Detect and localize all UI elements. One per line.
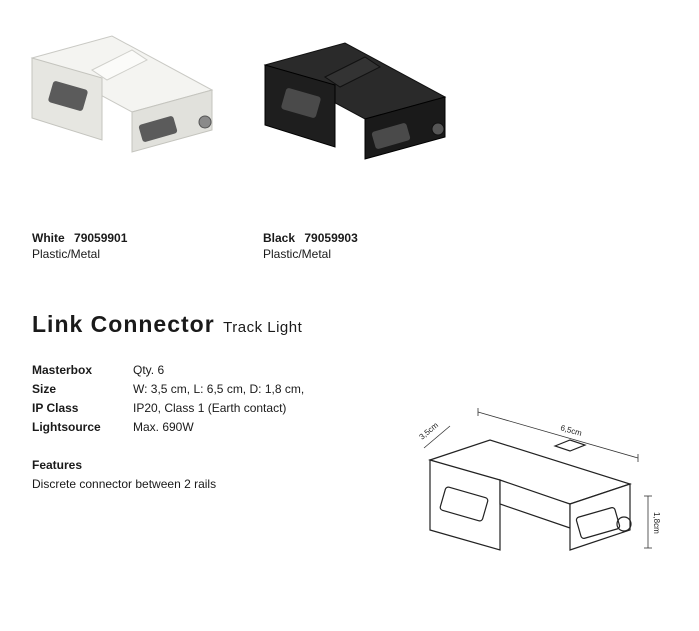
variant-code: 79059901 <box>74 231 128 245</box>
dimension-drawing: 6,5cm 3,5cm 1,8cm <box>418 408 661 551</box>
variant-black: Black 79059903 Plastic/Metal <box>263 231 364 261</box>
width-dimension-label: 3,5cm <box>418 420 441 441</box>
product-title: Link Connector <box>32 311 215 337</box>
spec-value: W: 3,5 cm, L: 6,5 cm, D: 1,8 cm, <box>133 382 305 396</box>
variant-code: 79059903 <box>304 231 358 245</box>
connector-black-icon <box>263 42 447 160</box>
connector-outline-icon <box>428 439 632 551</box>
spec-key: Masterbox <box>32 363 93 377</box>
length-dimension-label: 6,5cm <box>559 423 583 438</box>
connector-white-icon <box>30 35 214 153</box>
variant-color: Black <box>263 231 296 245</box>
product-title-block: Link Connector Track Light <box>32 311 302 338</box>
variant-white: White 79059901 Plastic/Metal <box>32 231 133 261</box>
variant-color: White <box>32 231 65 245</box>
black-connector-photo <box>263 42 447 160</box>
spec-key: IP Class <box>32 401 79 415</box>
dimension-lines <box>423 408 652 549</box>
spec-value: Qty. 6 <box>133 363 165 377</box>
features-text: Discrete connector between 2 rails <box>32 477 217 491</box>
features-heading: Features <box>32 458 83 472</box>
spec-value: IP20, Class 1 (Earth contact) <box>133 401 287 415</box>
white-connector-photo <box>30 35 214 153</box>
variant-material: Plastic/Metal <box>32 247 101 261</box>
spec-value: Max. 690W <box>133 420 194 434</box>
features-section: Features Discrete connector between 2 ra… <box>32 458 216 491</box>
depth-dimension-label: 1,8cm <box>652 512 661 534</box>
spec-key: Lightsource <box>32 420 101 434</box>
spec-key: Size <box>32 382 57 396</box>
variant-material: Plastic/Metal <box>263 247 332 261</box>
product-subtitle: Track Light <box>223 319 303 336</box>
